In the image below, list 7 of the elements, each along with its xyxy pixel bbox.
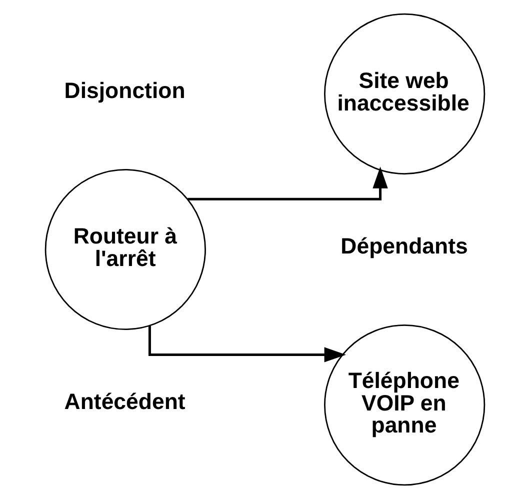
label: Disjonction [64,78,186,103]
label: Antécédent [64,388,186,414]
arrow [188,166,388,200]
node-circle: Site web inaccessible [324,13,486,174]
arrow [148,326,346,362]
node-circle: Routeur à l'arrêt [44,168,206,330]
label: Dépendants [340,233,468,258]
